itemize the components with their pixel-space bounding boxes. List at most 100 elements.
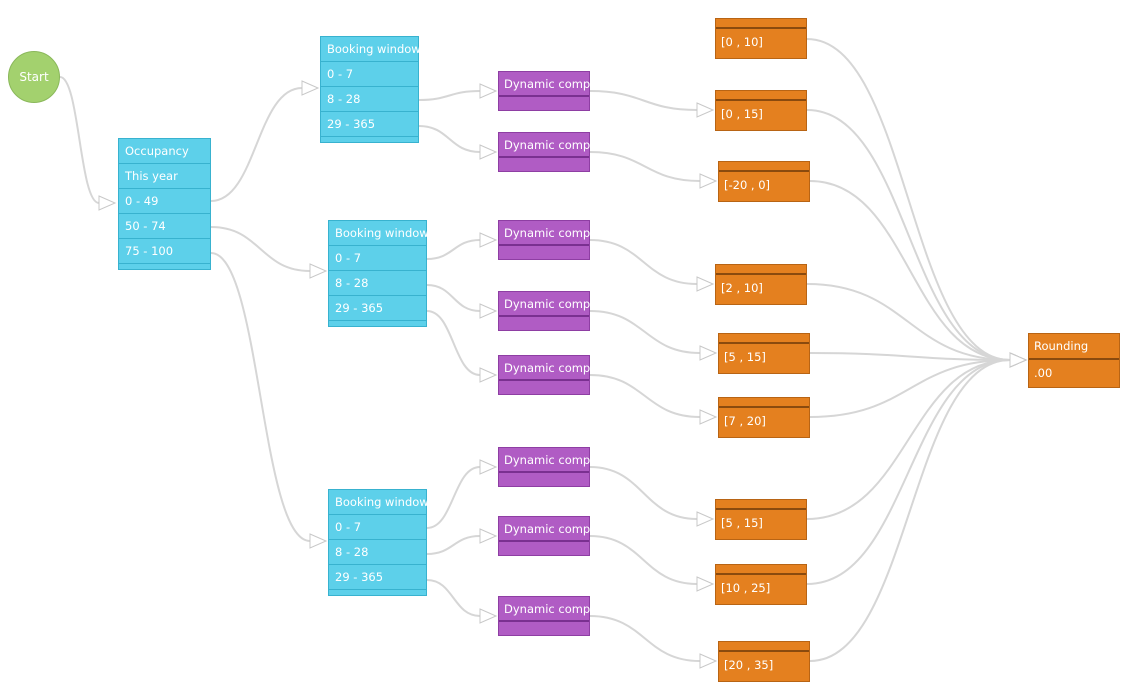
start-node[interactable]: Start [8,51,60,103]
booking-window-node[interactable]: Booking window 0 - 7 8 - 28 29 - 365 [328,489,429,596]
connector-line [426,310,481,376]
dynamic-comp-node[interactable]: Dynamic comp [498,355,590,395]
rounding-node[interactable]: Rounding .00 [1028,333,1120,388]
occupancy-row[interactable]: 50 - 74 [119,214,210,239]
connector-line [806,359,1011,520]
range-node[interactable]: [0 , 15] [715,90,807,131]
dynamic-comp-node[interactable]: Dynamic comp [498,447,590,487]
connector-line [806,359,1011,585]
dynamic-comp-label: Dynamic comp [499,356,590,381]
arrowhead-icon [699,345,718,361]
arrowhead-icon [696,511,715,527]
dynamic-comp-node[interactable]: Dynamic comp [498,132,590,172]
arrowhead-icon [479,303,498,319]
dynamic-comp-label: Dynamic comp [499,448,590,473]
range-node[interactable]: [2 , 10] [715,264,807,305]
range-value: [20 , 35] [724,658,774,672]
arrowhead-icon [479,144,498,160]
range-value: [5 , 15] [724,350,766,364]
connector-line [806,283,1011,361]
arrowhead-icon [699,409,718,425]
dynamic-comp-node[interactable]: Dynamic comp [498,71,590,111]
arrowhead-icon [309,533,328,549]
arrowhead-icon [696,276,715,292]
connector-line [426,284,481,312]
arrowhead-icon [479,459,498,475]
dynamic-comp-node[interactable]: Dynamic comp [498,220,590,260]
arrowhead-icon [479,367,498,383]
arrowhead-icon [301,80,320,96]
start-label: Start [19,70,49,84]
booking-window-row[interactable]: 0 - 7 [329,515,426,540]
connector-line [809,180,1011,361]
booking-window-row[interactable]: 29 - 365 [329,296,426,321]
booking-window-row[interactable]: 8 - 28 [321,87,418,112]
connector-line [589,374,701,418]
connector-line [210,252,311,542]
connector-line [418,125,481,153]
connector-line [210,87,303,202]
booking-window-row[interactable]: 0 - 7 [329,246,426,271]
rounding-value: .00 [1034,366,1053,380]
occupancy-title: Occupancy [119,139,210,164]
dynamic-comp-label: Dynamic comp [499,597,590,622]
connector-line [806,38,1011,361]
connector-line [589,615,701,662]
occupancy-row[interactable]: 0 - 49 [119,189,210,214]
booking-window-node[interactable]: Booking window 0 - 7 8 - 28 29 - 365 [328,220,429,327]
dynamic-comp-label: Dynamic comp [499,292,590,317]
dynamic-comp-node[interactable]: Dynamic comp [498,596,590,636]
range-value: [-20 , 0] [724,178,771,192]
connector-line [809,359,1011,662]
range-node[interactable]: [7 , 20] [718,397,810,438]
connector-line [59,76,100,204]
arrowhead-icon [479,83,498,99]
connector-line [426,466,481,529]
booking-window-row[interactable]: 8 - 28 [329,540,426,565]
connector-line [589,90,698,111]
connector-line [806,109,1011,361]
arrowhead-icon [696,576,715,592]
arrowhead-icon [479,528,498,544]
connector-line [589,535,698,585]
range-value: [2 , 10] [721,281,763,295]
range-value: [0 , 15] [721,107,763,121]
booking-window-node[interactable]: Booking window 0 - 7 8 - 28 29 - 365 [320,36,421,143]
booking-window-row[interactable]: 29 - 365 [329,565,426,590]
range-value: [7 , 20] [724,414,766,428]
connector-line [589,151,701,182]
dynamic-comp-node[interactable]: Dynamic comp [498,291,590,331]
arrowhead-icon [1009,352,1028,368]
dynamic-comp-label: Dynamic comp [499,221,590,246]
dynamic-comp-label: Dynamic comp [499,72,590,97]
booking-window-title: Booking window [329,221,429,246]
rounding-title: Rounding [1029,334,1119,360]
arrowhead-icon [699,173,718,189]
occupancy-node[interactable]: Occupancy This year 0 - 49 50 - 74 75 - … [118,138,211,270]
connector-line [589,239,698,285]
booking-window-row[interactable]: 0 - 7 [321,62,418,87]
arrowhead-icon [309,263,328,279]
range-node[interactable]: [0 , 10] [715,18,807,59]
range-node[interactable]: [-20 , 0] [718,161,810,202]
range-value: [10 , 25] [721,581,771,595]
arrowhead-icon [479,608,498,624]
booking-window-row[interactable]: 29 - 365 [321,112,418,137]
booking-window-row[interactable]: 8 - 28 [329,271,426,296]
range-node[interactable]: [20 , 35] [718,641,810,682]
booking-window-title: Booking window [321,37,421,62]
connector-line [210,226,311,272]
range-node[interactable]: [10 , 25] [715,564,807,605]
occupancy-row[interactable]: 75 - 100 [119,239,210,264]
connector-line [589,310,701,354]
connector-line [809,352,1011,361]
occupancy-subtitle: This year [119,164,210,189]
dynamic-comp-node[interactable]: Dynamic comp [498,516,590,556]
range-node[interactable]: [5 , 15] [718,333,810,374]
booking-window-title: Booking window [329,490,429,515]
dynamic-comp-label: Dynamic comp [499,517,590,542]
arrowhead-icon [699,653,718,669]
range-node[interactable]: [5 , 15] [715,499,807,540]
connector-line [809,359,1011,418]
